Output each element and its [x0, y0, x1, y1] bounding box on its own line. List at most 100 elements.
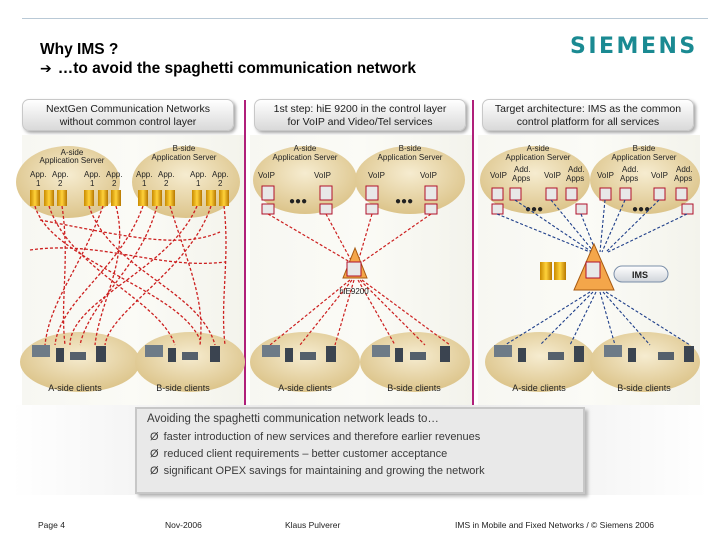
hie9200-label: hiE9200	[339, 287, 369, 296]
title-line-1: Why IMS ?	[40, 41, 119, 58]
footer-date: Nov-2006	[165, 520, 202, 530]
p3-voip-4: VoIP	[651, 171, 668, 180]
title-line-2-text: …to avoid the spaghetti communication ne…	[57, 60, 416, 77]
p1-aside-clients-label: A-side clients	[48, 383, 102, 393]
p1-app-b1: App.	[136, 170, 152, 179]
ims-label: IMS	[632, 270, 648, 280]
summary-bullet-3-text: significant OPEX savings for maintaining…	[163, 465, 485, 477]
p2-bside-server-label-1: B-side	[399, 144, 422, 153]
panel-3-header-line-1: Target architecture: IMS as the common	[494, 103, 682, 115]
footer-title: IMS in Mobile and Fixed Networks / © Sie…	[455, 520, 655, 530]
p2-aside-server-label-1: A-side	[294, 144, 317, 153]
p1-app-b2n: 2	[164, 179, 169, 188]
p1-app-a1: App.	[30, 170, 46, 179]
panel-1-header-line-2: without common control layer	[59, 116, 197, 128]
architecture-diagram: A-side Application Server B-side Applica…	[16, 144, 700, 393]
p3-bside-server-label-1: B-side	[633, 144, 656, 153]
p1-bside-server-label-1: B-side	[173, 144, 196, 153]
p1-app-a4: App.	[106, 170, 122, 179]
p1-app-b4n: 2	[218, 179, 223, 188]
p3-aside-server-label-2: Application Server	[506, 153, 571, 162]
panel-1-header-line-1: NextGen Communication Networks	[46, 103, 210, 115]
panel-2-header-line-2: for VoIP and Video/Tel services	[287, 116, 433, 128]
p3-service-labels: VoIP Add. Apps VoIP Add. Apps VoIP Add. …	[490, 165, 692, 183]
bside-server-blob-3	[590, 146, 700, 214]
p2-connection-lines	[267, 213, 451, 346]
p3-ims-lines	[496, 199, 691, 346]
p1-app-a2n: 2	[58, 179, 63, 188]
p3-apps-1: Apps	[512, 174, 530, 183]
p1-server-stacks	[30, 190, 229, 206]
panel-divider-1	[244, 100, 246, 410]
bullet-arrow-icon: Ø	[150, 448, 159, 460]
svg-text:●●●: ●●●	[395, 196, 413, 207]
panel-divider-2	[472, 100, 474, 410]
bullet-arrow-icon: Ø	[150, 431, 159, 443]
p1-app-a3: App.	[84, 170, 100, 179]
p2-client-devices	[262, 345, 450, 362]
summary-bullet-1-text: faster introduction of new services and …	[163, 431, 481, 443]
p1-app-a1n: 1	[36, 179, 41, 188]
p1-app-b4: App.	[212, 170, 228, 179]
panel-header-2: 1st step: hiE 9200 in the control layer …	[254, 99, 466, 131]
bullet-arrow-icon: Ø	[150, 465, 159, 477]
aside-clients-blob-3	[485, 332, 595, 392]
svg-text:●●●: ●●●	[289, 196, 307, 207]
p3-aside-clients-label: A-side clients	[512, 383, 566, 393]
p3-apps-2: Apps	[566, 174, 584, 183]
p3-apps-4: Apps	[674, 174, 692, 183]
summary-bullet-2-text: reduced client requirements – better cus…	[163, 448, 448, 460]
svg-text:●●●: ●●●	[632, 204, 650, 215]
p3-add-1: Add.	[514, 165, 530, 174]
p3-client-devices	[494, 345, 694, 362]
summary-box: Avoiding the spaghetti communication net…	[135, 407, 585, 494]
aside-server-blob-3	[480, 146, 590, 214]
p3-voip-3: VoIP	[597, 171, 614, 180]
p2-aside-clients-label: A-side clients	[278, 383, 332, 393]
p3-servers	[491, 187, 694, 215]
p3-voip-1: VoIP	[490, 171, 507, 180]
p3-voip-2: VoIP	[544, 171, 561, 180]
p1-app-a4n: 2	[112, 179, 117, 188]
p1-app-b3n: 1	[196, 179, 201, 188]
p3-apps-3: Apps	[620, 174, 638, 183]
footer-page: Page 4	[38, 520, 65, 530]
footer-author: Klaus Pulverer	[285, 520, 341, 530]
ims-node	[540, 242, 669, 291]
p3-aside-server-label-1: A-side	[527, 144, 550, 153]
p3-add-3: Add.	[622, 165, 638, 174]
p2-voip-2: VoIP	[314, 171, 331, 180]
p2-servers	[261, 185, 438, 215]
p1-aside-server-label-1: A-side	[61, 148, 84, 157]
p1-app-b3: App.	[190, 170, 206, 179]
p1-aside-server-label-2: Application Server	[40, 156, 105, 165]
p1-app-b2: App.	[158, 170, 174, 179]
p1-bside-clients-label: B-side clients	[156, 383, 210, 393]
p1-client-devices	[32, 345, 220, 362]
p1-bside-server-label-2: Application Server	[152, 153, 217, 162]
arrow-right-icon: ➔	[40, 60, 52, 76]
p3-add-2: Add.	[568, 165, 584, 174]
p3-dots: ●●● ●●●	[525, 204, 650, 215]
panel-header-1: NextGen Communication Networks without c…	[22, 99, 234, 131]
p3-bside-clients-label: B-side clients	[617, 383, 671, 393]
p3-add-4: Add.	[676, 165, 692, 174]
p2-bside-clients-label: B-side clients	[387, 383, 441, 393]
panel-3-header-line-2: control platform for all services	[516, 116, 660, 128]
hie9200-node	[342, 246, 368, 279]
p1-spaghetti-lines	[29, 205, 227, 346]
p1-app-a2: App.	[52, 170, 68, 179]
p2-voip-3: VoIP	[368, 171, 385, 180]
p2-bside-server-label-2: Application Server	[378, 153, 443, 162]
p1-app-a3n: 1	[90, 179, 95, 188]
svg-text:●●●: ●●●	[525, 204, 543, 215]
siemens-logo: SIEMENS	[570, 34, 698, 59]
p2-voip-4: VoIP	[420, 171, 437, 180]
p2-voip-1: VoIP	[258, 171, 275, 180]
p2-aside-server-label-2: Application Server	[273, 153, 338, 162]
slide-title: Why IMS ? ➔ …to avoid the spaghetti commu…	[40, 40, 416, 78]
p1-app-b1n: 1	[142, 179, 147, 188]
